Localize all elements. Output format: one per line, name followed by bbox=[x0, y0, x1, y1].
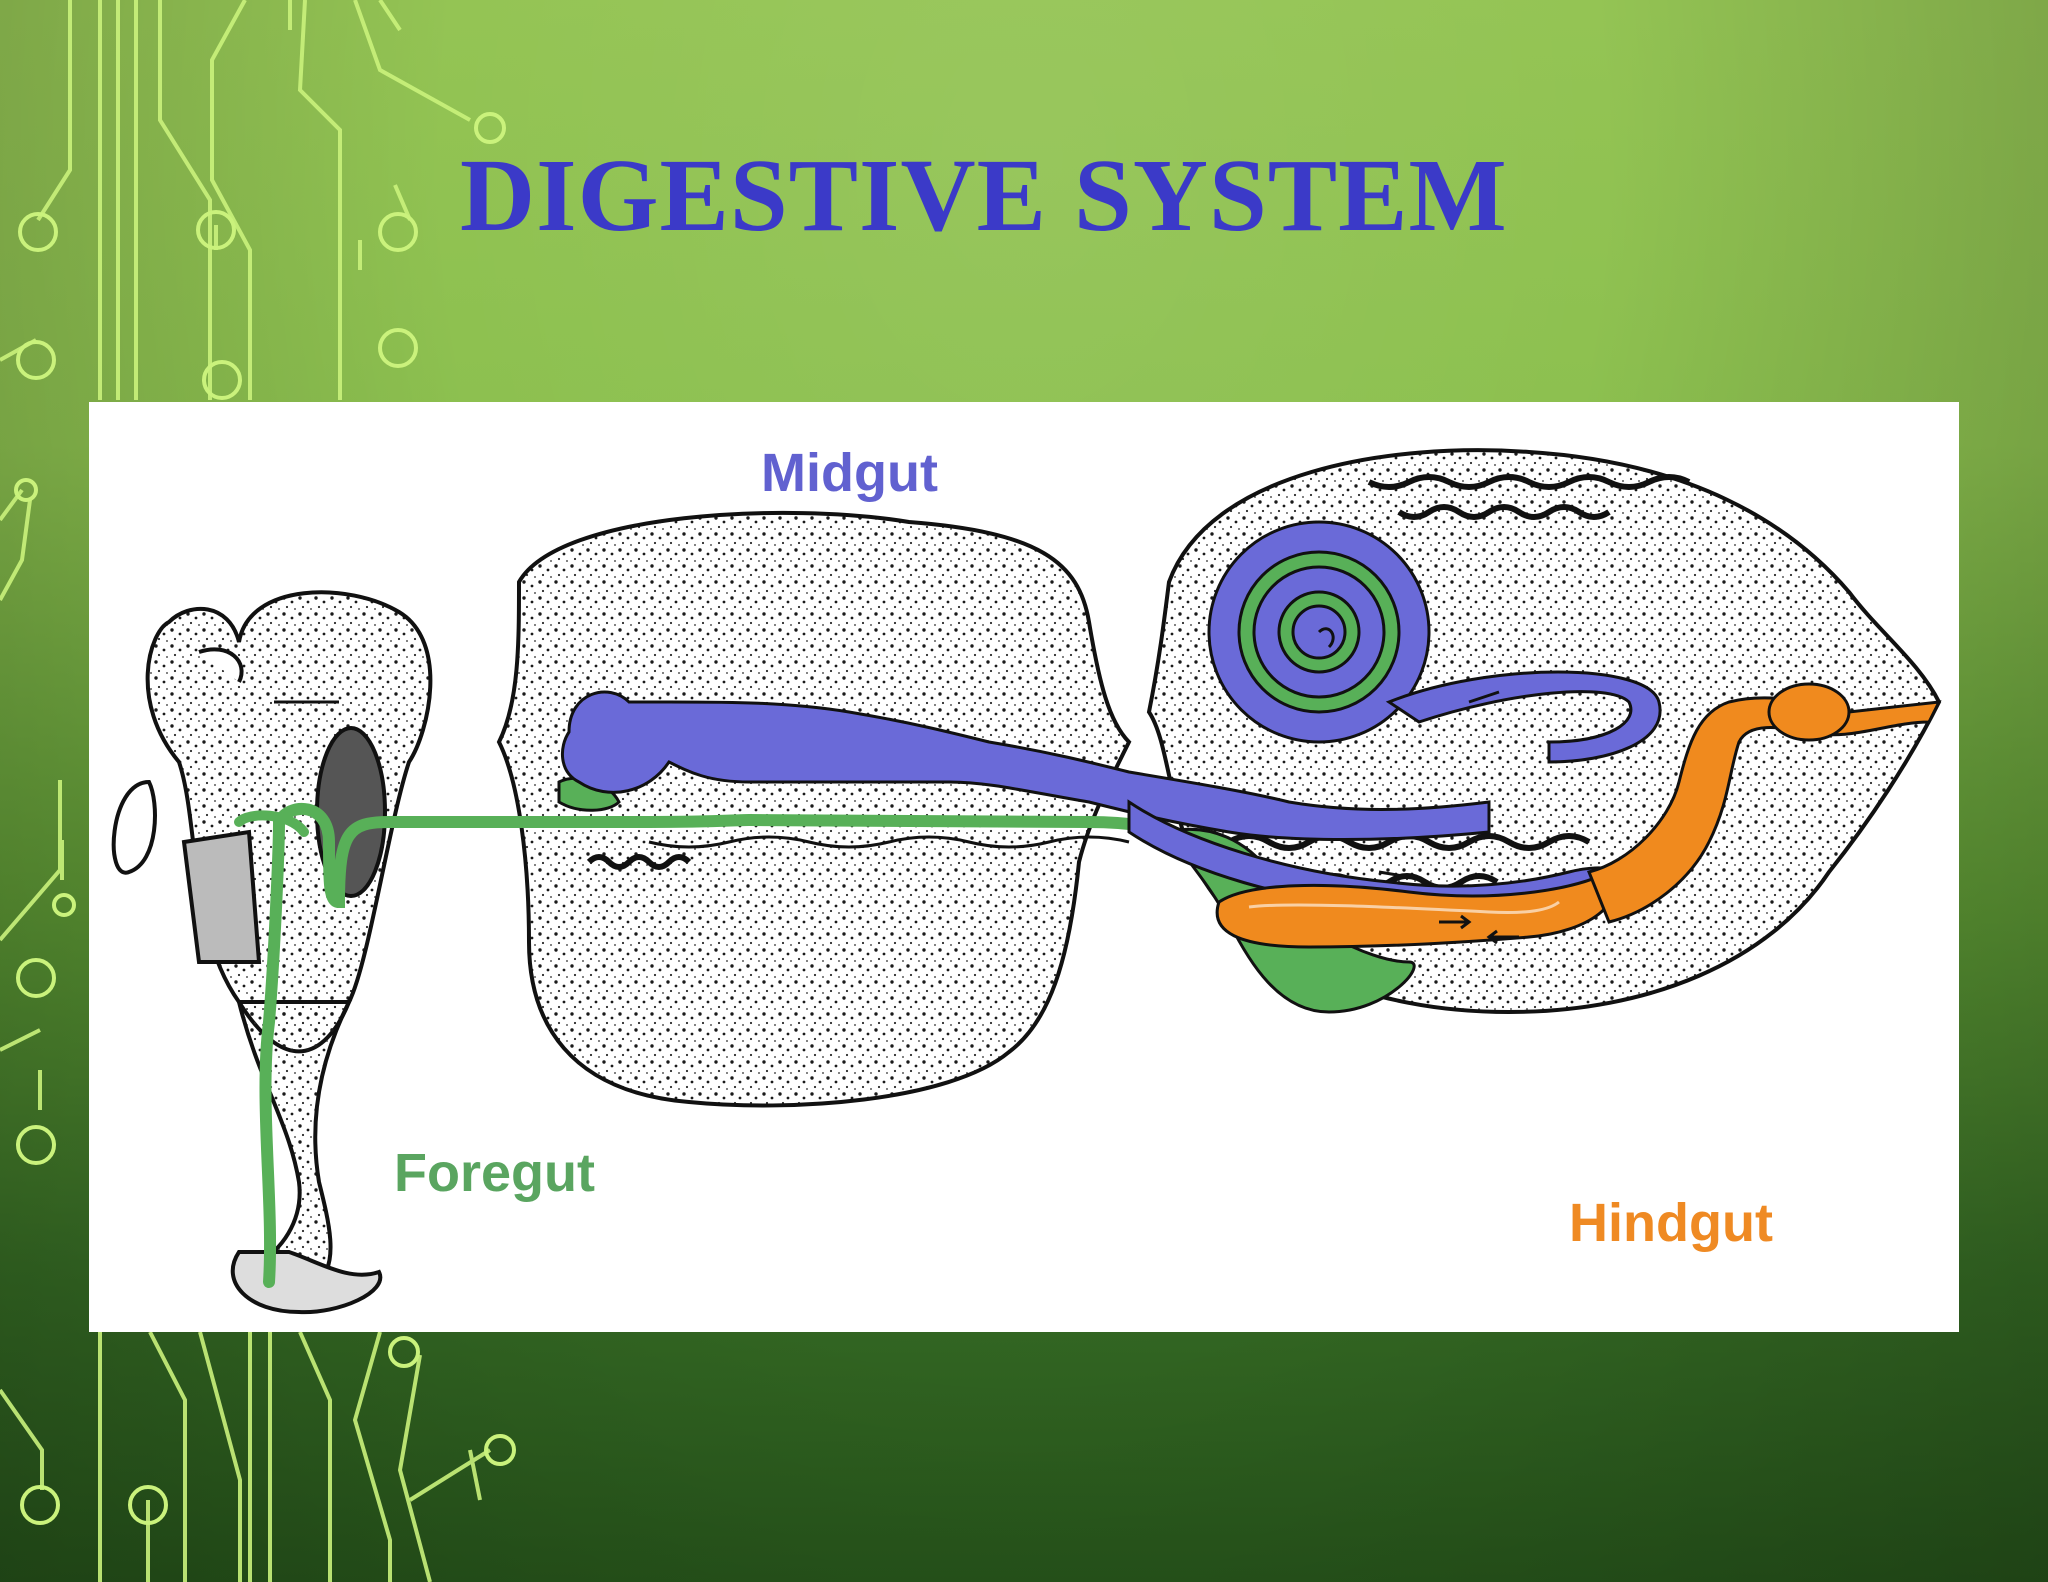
hindgut-tube bbox=[1215, 682, 1942, 949]
flow-arrows bbox=[1378, 690, 1519, 945]
diagram-panel: Midgut Foregut Hindgut bbox=[89, 402, 1959, 1332]
hindgut-label: Hindgut bbox=[1569, 1193, 1773, 1253]
digestive-diagram bbox=[111, 448, 1942, 1315]
slide-title: DIGESTIVE SYSTEM bbox=[460, 138, 1508, 253]
midgut-tube bbox=[560, 520, 1662, 910]
leg-structure bbox=[230, 1000, 383, 1315]
crop-chamber bbox=[496, 510, 1132, 1108]
midgut-label: Midgut bbox=[761, 443, 938, 503]
head-region bbox=[111, 590, 433, 1054]
foregut-tube bbox=[234, 803, 1245, 1288]
foregut-label: Foregut bbox=[394, 1143, 595, 1203]
